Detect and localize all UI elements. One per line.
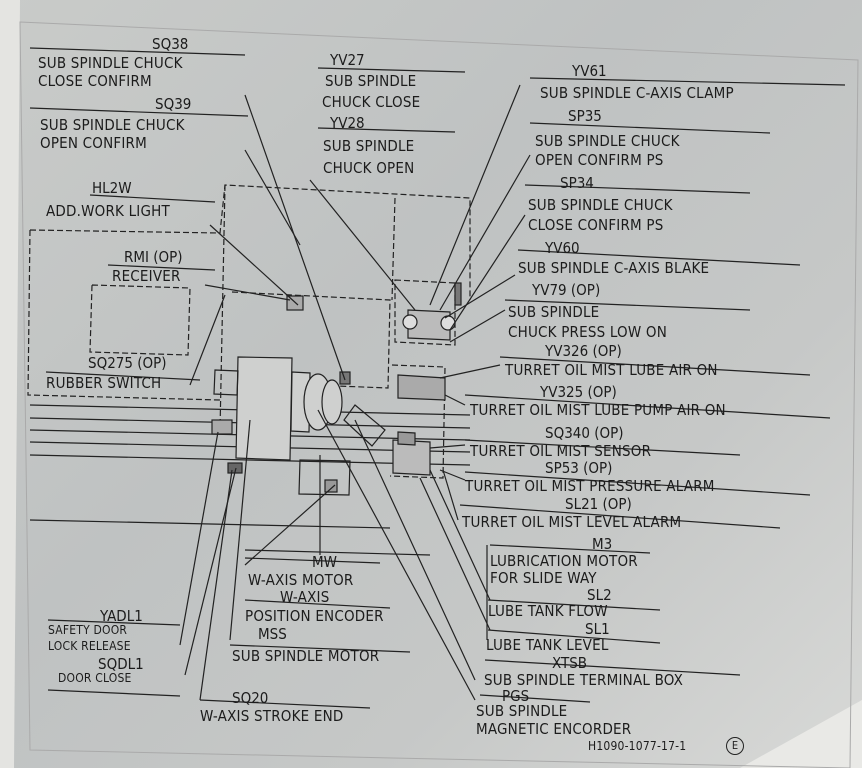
sqdl1-code: SQDL1: [98, 655, 144, 673]
sq340-code: SQ340 (OP): [545, 424, 624, 442]
mw-text-line2: W-AXIS: [280, 588, 330, 606]
sq39-code: SQ39: [155, 95, 192, 113]
hl2w-text: ADD.WORK LIGHT: [46, 202, 170, 220]
pgs-text-line1: SUB SPINDLE: [476, 702, 568, 720]
sq39-text-line2: OPEN CONFIRM: [40, 134, 147, 152]
yv326-code: YV326 (OP): [545, 342, 622, 360]
yv27-text-line2: CHUCK CLOSE: [322, 93, 421, 111]
xtsb-code: XTSB: [552, 654, 588, 672]
sq38-text-line1: SUB SPINDLE CHUCK: [38, 54, 183, 72]
mss-code: MSS: [258, 625, 287, 643]
yadl1-code: YADL1: [100, 607, 143, 625]
yadl1-text-line2: LOCK RELEASE: [48, 639, 131, 653]
part-number: H1090-1077-17-1: [588, 739, 687, 753]
hl2w-code: HL2W: [92, 179, 132, 197]
m3-text-line2: FOR SLIDE WAY: [490, 569, 597, 587]
pgs-code: PGS: [502, 687, 530, 705]
mw-code: MW: [312, 553, 337, 571]
sp35-text-line2: OPEN CONFIRM PS: [535, 151, 664, 169]
yv325-text: TURRET OIL MIST LUBE PUMP AIR ON: [470, 401, 726, 419]
sp34-text-line1: SUB SPINDLE CHUCK: [528, 196, 673, 214]
sl1-text: LUBE TANK LEVEL: [486, 636, 609, 654]
sl21-text: TURRET OIL MIST LEVEL ALARM: [462, 513, 682, 531]
sl21-code: SL21 (OP): [565, 495, 632, 513]
yv60-code: YV60: [545, 239, 580, 257]
yv27-code: YV27: [330, 51, 365, 69]
yv28-code: YV28: [330, 114, 365, 132]
mss-text: SUB SPINDLE MOTOR: [232, 647, 380, 665]
sq39-text-line1: SUB SPINDLE CHUCK: [40, 116, 185, 134]
pgs-text-line2: MAGNETIC ENCORDER: [476, 720, 632, 738]
sq20-code: SQ20: [232, 689, 269, 707]
yv60-text: SUB SPINDLE C-AXIS BLAKE: [518, 259, 710, 277]
yadl1-text-line1: SAFETY DOOR: [48, 623, 128, 637]
edition-mark: E: [726, 737, 744, 755]
yv326-text: TURRET OIL MIST LUBE AIR ON: [505, 361, 718, 379]
yv79-text-line2: CHUCK PRESS LOW ON: [508, 323, 668, 341]
sp35-text-line1: SUB SPINDLE CHUCK: [535, 132, 680, 150]
sqdl1-text: DOOR CLOSE: [58, 671, 132, 685]
yv79-code: YV79 (OP): [532, 281, 601, 299]
mw-text-line1: W-AXIS MOTOR: [248, 571, 354, 589]
sp34-code: SP34: [560, 174, 594, 192]
yv79-text-line1: SUB SPINDLE: [508, 303, 600, 321]
yv28-text-line1: SUB SPINDLE: [323, 137, 415, 155]
yv28-text-line2: CHUCK OPEN: [323, 159, 415, 177]
yv61-code: YV61: [572, 62, 607, 80]
sq275-text: RUBBER SWITCH: [46, 374, 162, 392]
sp34-text-line2: CLOSE CONFIRM PS: [528, 216, 664, 234]
sp53-code: SP53 (OP): [545, 459, 613, 477]
sl2-text: LUBE TANK FLOW: [488, 602, 608, 620]
sq38-text-line2: CLOSE CONFIRM: [38, 72, 152, 90]
m3-text-line1: LUBRICATION MOTOR: [490, 552, 638, 570]
yv325-code: YV325 (OP): [540, 383, 617, 401]
rmi-code: RMI (OP): [124, 248, 183, 266]
sp35-code: SP35: [568, 107, 602, 125]
yv27-text-line1: SUB SPINDLE: [325, 72, 417, 90]
sl2-code: SL2: [587, 586, 612, 604]
m3-code: M3: [592, 535, 613, 553]
sq20-text: W-AXIS STROKE END: [200, 707, 344, 725]
rmi-text: RECEIVER: [112, 267, 181, 285]
mw-text-line3: POSITION ENCODER: [245, 607, 384, 625]
sq38-code: SQ38: [152, 35, 189, 53]
yv61-text: SUB SPINDLE C-AXIS CLAMP: [540, 84, 734, 102]
sl1-code: SL1: [585, 620, 610, 638]
sp53-text: TURRET OIL MIST PRESSURE ALARM: [465, 477, 715, 495]
sq340-text: TURRET OIL MIST SENSOR: [470, 442, 652, 460]
xtsb-text: SUB SPINDLE TERMINAL BOX: [484, 671, 684, 689]
sq275-code: SQ275 (OP): [88, 354, 167, 372]
